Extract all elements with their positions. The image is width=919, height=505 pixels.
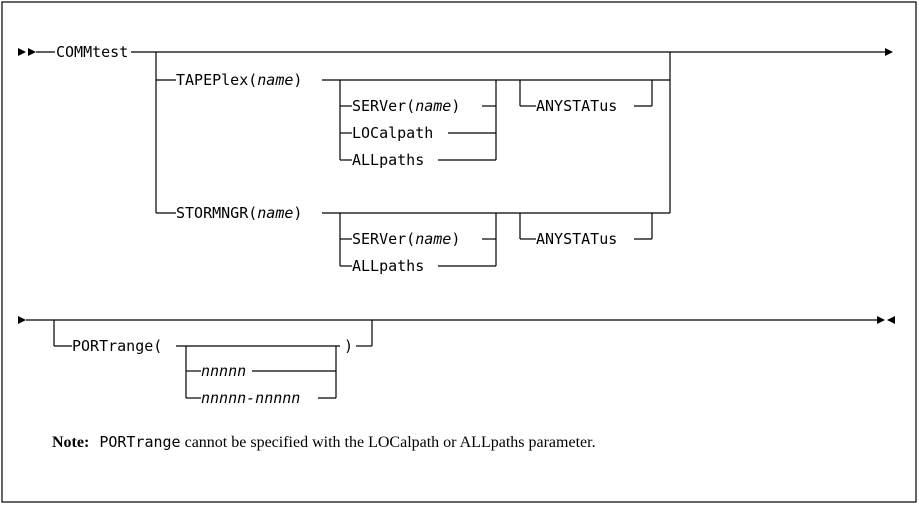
portrange-keyword: PORTrange( [72,337,162,355]
allpaths-keyword: ALLpaths [352,151,424,169]
stormngr-keyword: STORMNGR(name) [176,204,302,222]
continuation-arrow-icon [18,316,26,324]
server-keyword: SERVer(name) [352,97,460,115]
server-keyword: SERVer(name) [352,230,460,248]
end-arrow-icon [887,316,895,324]
nnnnn-value: nnnnn [201,362,246,380]
tapeplex-keyword: TAPEPlex(name) [176,71,302,89]
allpaths-keyword: ALLpaths [352,257,424,275]
start-arrow-icon [28,48,36,56]
anystatus-keyword: ANYSTATus [536,97,617,115]
end-arrow-icon [877,316,885,324]
anystatus-keyword: ANYSTATus [536,230,617,248]
portrange-close: ) [344,337,353,355]
continue-arrow-icon [885,48,893,56]
localpath-keyword: LOCalpath [352,124,433,142]
command-keyword: COMMtest [56,43,128,61]
note-text: Note: PORTrange cannot be specified with… [52,433,596,451]
start-arrow-icon [18,48,26,56]
nnnnn-range-value: nnnnn-nnnnn [201,389,300,407]
